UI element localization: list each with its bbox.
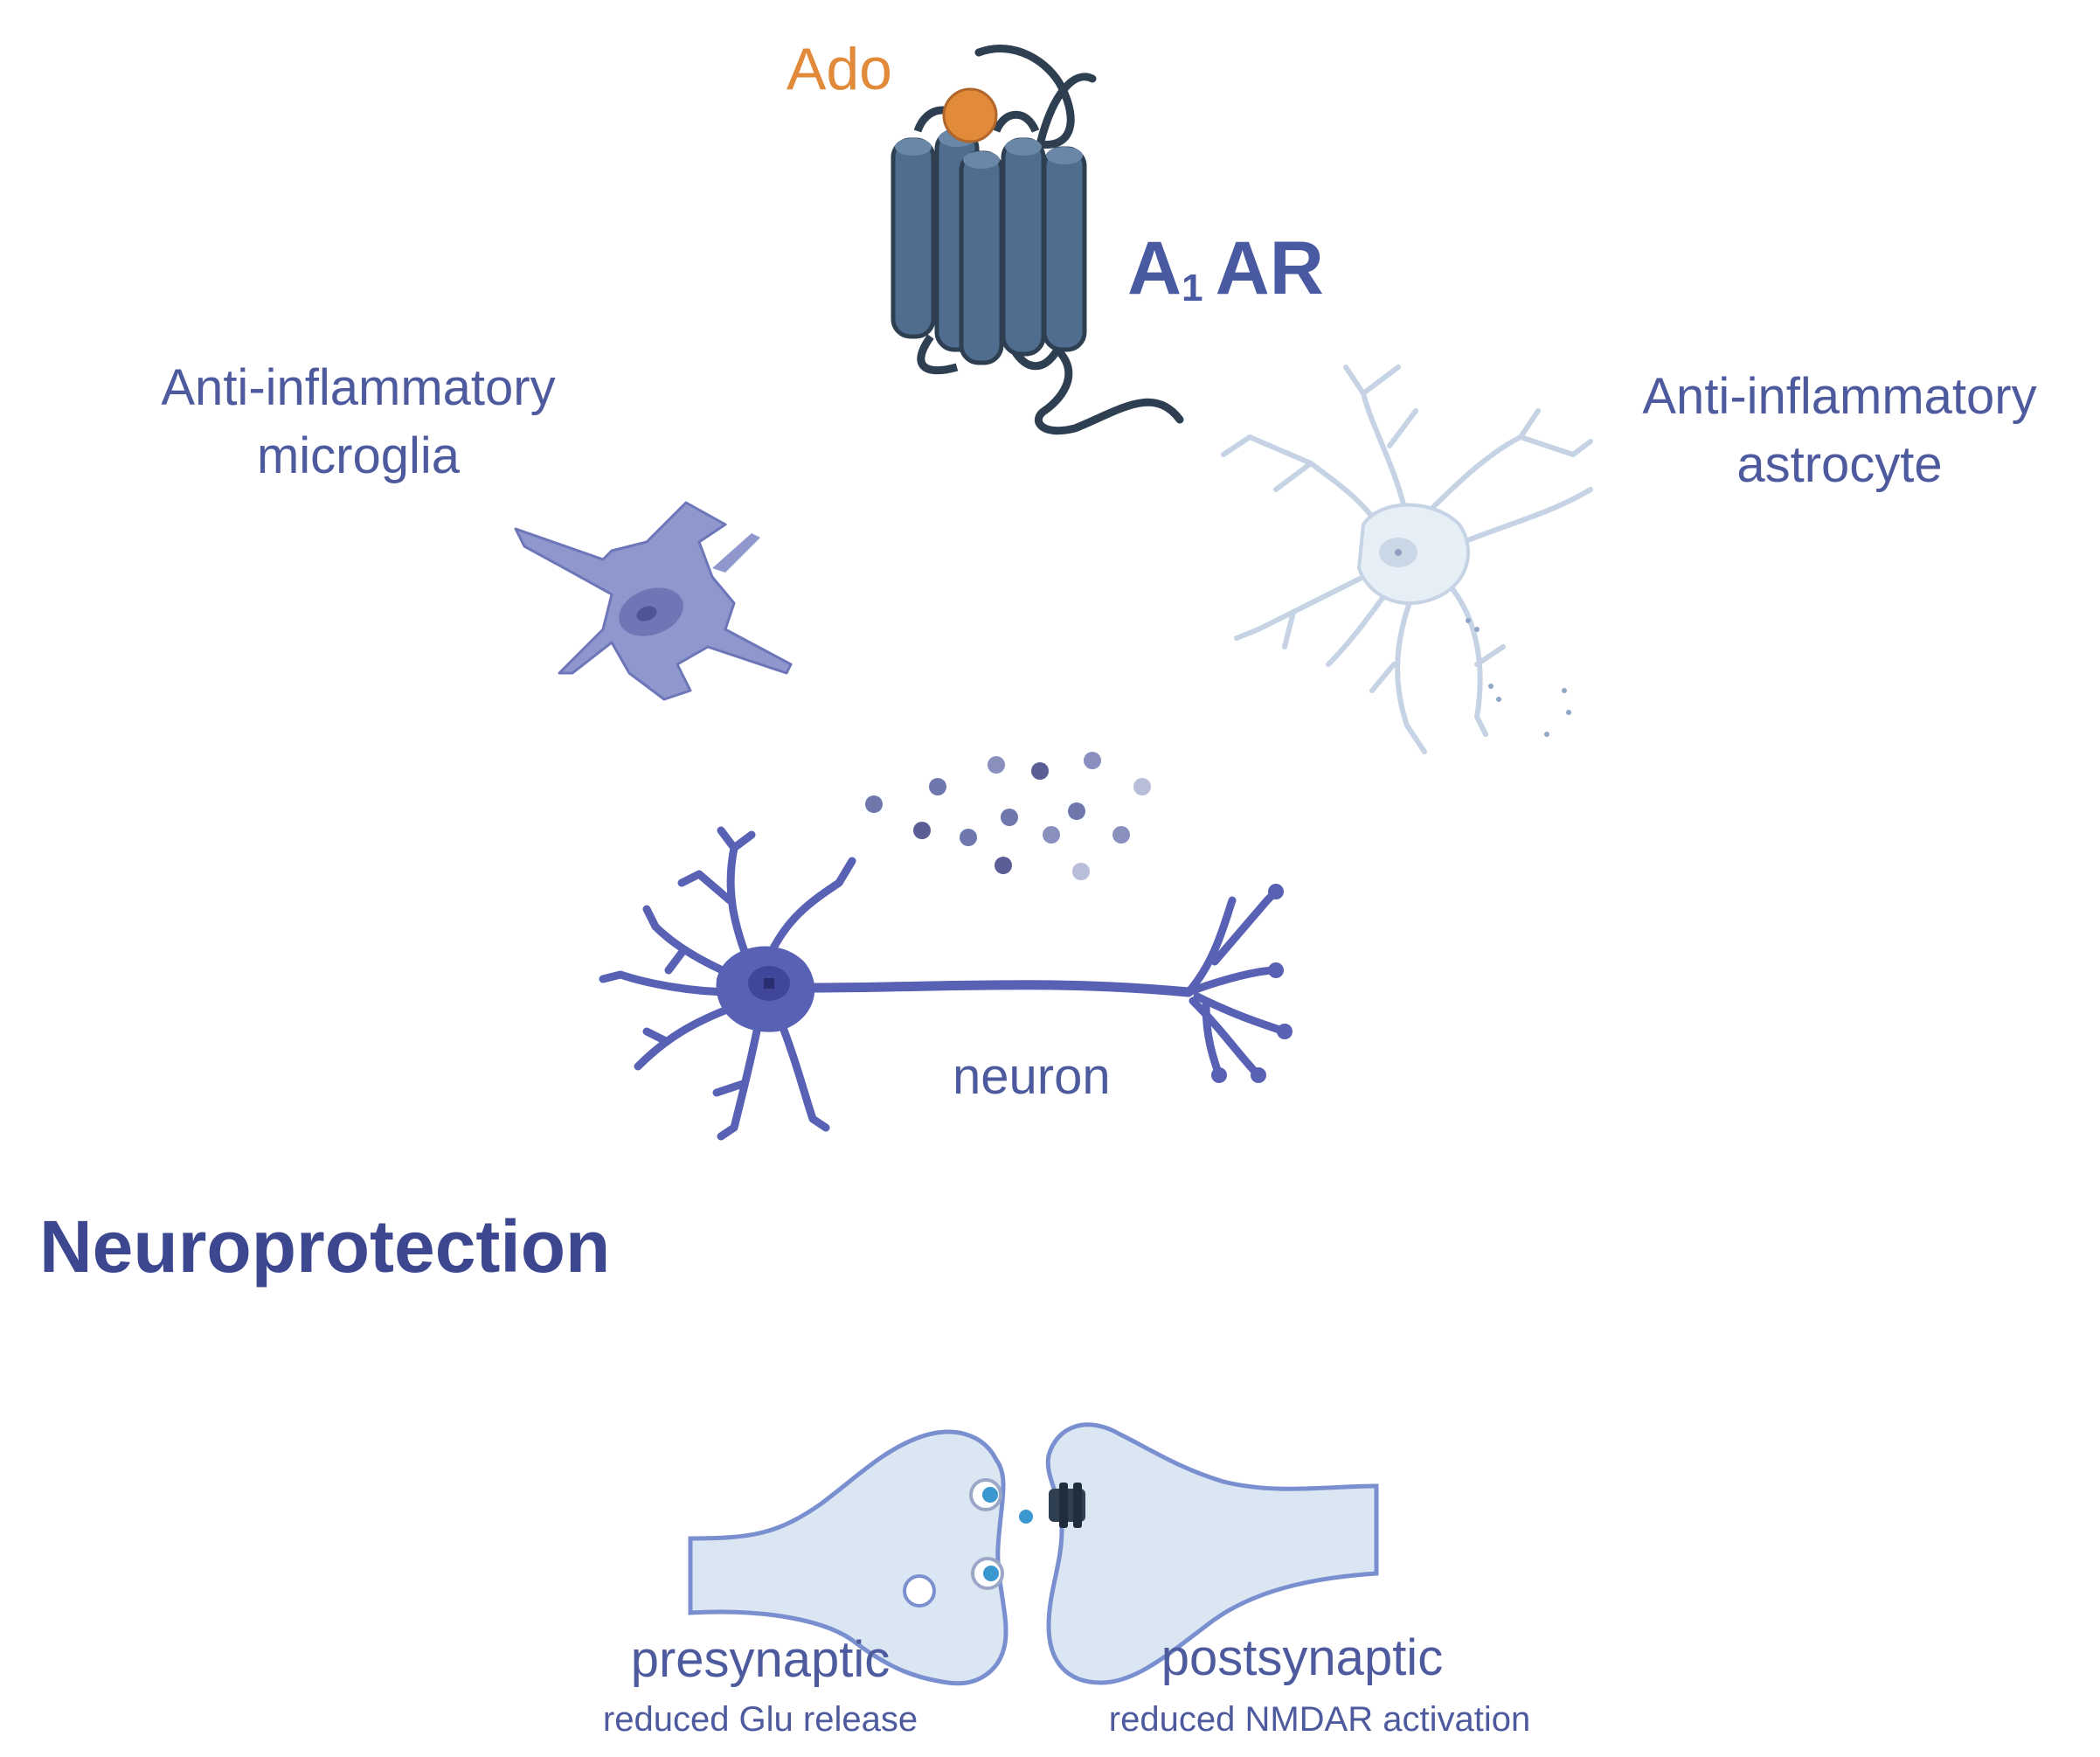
- microglia-label-line1: Anti-inflammatory: [161, 359, 556, 416]
- presynaptic-label: presynaptic: [630, 1631, 891, 1688]
- astrocyte-soma-icon: [1356, 503, 1571, 737]
- nmda-receptor-icon: [1049, 1483, 1085, 1528]
- microglia-cell-icon: [514, 501, 793, 701]
- postsynaptic-label: postsynaptic: [1161, 1629, 1444, 1686]
- postsynaptic-effect: reduced NMDAR activation: [1108, 1700, 1531, 1739]
- astrocyte-label-line2: astrocyte: [1736, 436, 1943, 493]
- receptor-name: A1 AR: [1127, 226, 1324, 312]
- neuron-cell-icon: [599, 826, 1293, 1141]
- postsynaptic-terminal: [1045, 1422, 1379, 1685]
- receptor-name-subscript: 1: [1182, 267, 1203, 309]
- presynaptic-terminal: [688, 1429, 1008, 1686]
- receptor-name-main: A: [1127, 226, 1182, 310]
- presynaptic-effect: reduced Glu release: [602, 1700, 918, 1739]
- diagram-title: Neuroprotection: [39, 1205, 611, 1288]
- adenosine-ligand-icon: [942, 87, 998, 143]
- signal-particles: [865, 752, 1151, 880]
- a1-receptor-icon: [891, 45, 1184, 435]
- microglia-label-line2: microglia: [256, 427, 461, 484]
- microglia-label: Anti-inflammatory microglia: [122, 354, 594, 490]
- neuron-label: neuron: [953, 1048, 1111, 1105]
- receptor-name-suffix: AR: [1215, 226, 1324, 310]
- astrocyte-label: Anti-inflammatory astrocyte: [1604, 363, 2076, 499]
- ligand-label: Ado: [787, 36, 892, 102]
- synapse-icon: [688, 1422, 1379, 1686]
- astrocyte-label-line1: Anti-inflammatory: [1642, 368, 2037, 425]
